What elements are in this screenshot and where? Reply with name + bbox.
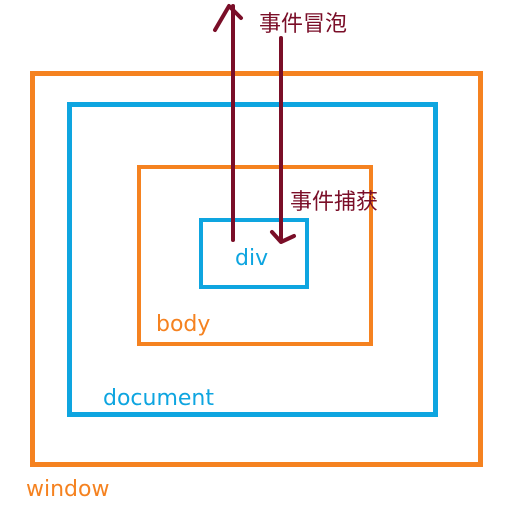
bubbling-label: 事件冒泡 (259, 12, 348, 37)
window-label: window (26, 477, 110, 502)
document-box (67, 102, 438, 417)
bubbling-arrowhead (213, 4, 243, 32)
body-label: body (156, 312, 211, 337)
div-box (199, 218, 309, 289)
capturing-label: 事件捕获 (290, 190, 379, 215)
window-box (30, 71, 483, 467)
document-label: document (103, 386, 214, 411)
capturing-arrowhead (270, 230, 296, 244)
div-label: div (235, 246, 269, 271)
body-box (137, 165, 373, 346)
